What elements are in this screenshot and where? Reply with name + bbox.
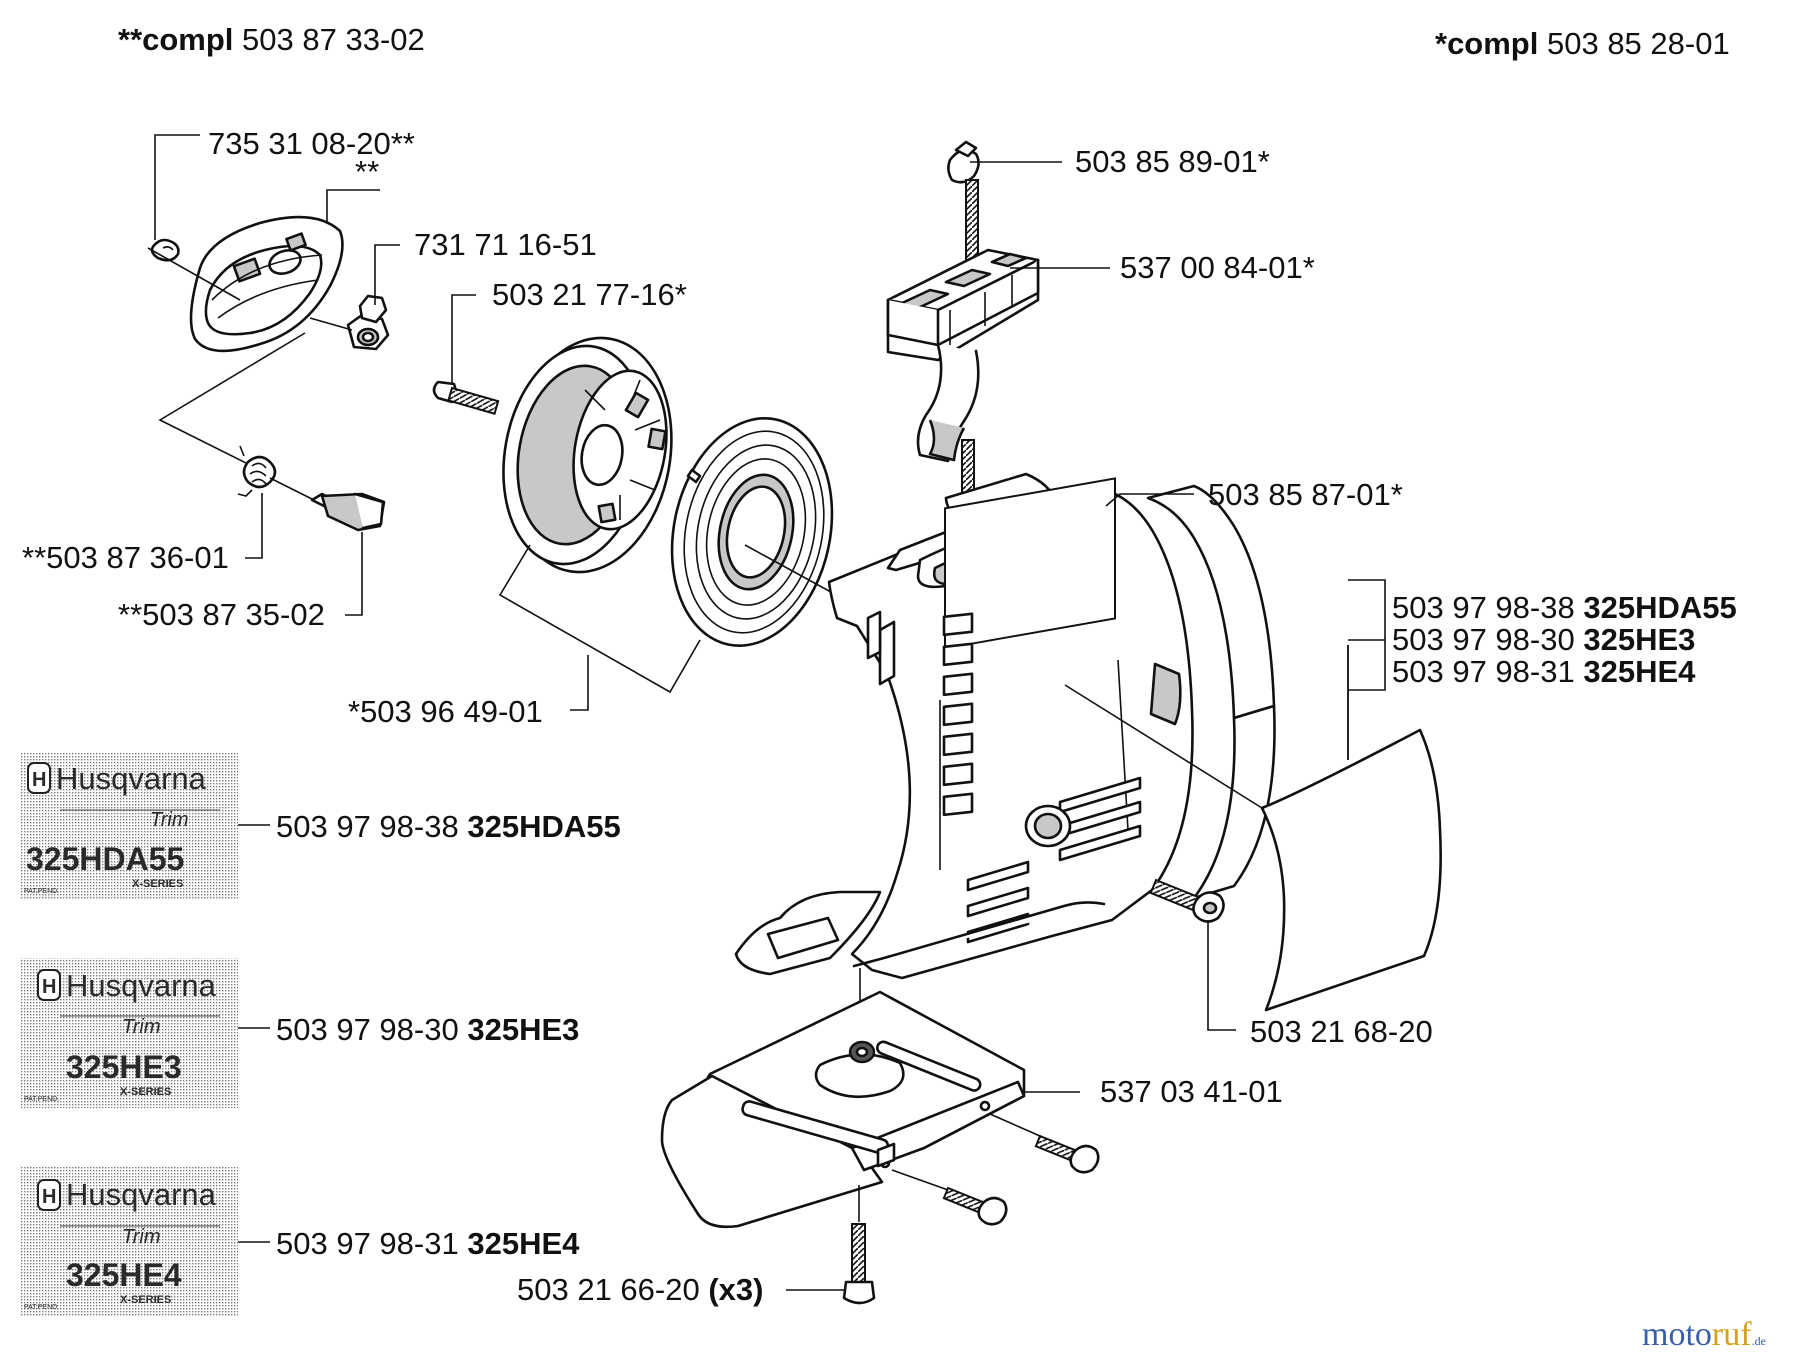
decal-list-1: 503 97 98-38 325HDA55: [1392, 590, 1737, 625]
assembly-label-right: *compl 503 85 28-01: [1435, 26, 1730, 61]
svg-text:Husqvarna: Husqvarna: [66, 968, 217, 1003]
decal-label-3: 503 97 98-31 325HE4: [276, 1226, 580, 1261]
svg-text:325HE4: 325HE4: [66, 1257, 182, 1293]
svg-text:325HDA55: 325HDA55: [26, 841, 184, 877]
svg-text:Husqvarna: Husqvarna: [66, 1177, 217, 1212]
screw-c: [842, 1223, 876, 1305]
leader-cover-plate: [326, 189, 380, 222]
part-label-537-00-84-01: 537 00 84-01*: [1120, 250, 1315, 285]
leader-starter-kit: [498, 544, 701, 694]
leader-735-31-08-20: [154, 134, 172, 240]
svg-text:H: H: [42, 976, 56, 998]
starter-handle: [886, 248, 1040, 463]
svg-text:PAT.PEND.: PAT.PEND.: [24, 1304, 59, 1311]
decal-325he3: H Husqvarna Trim 325HE3 X-SERIES PAT.PEN…: [20, 958, 238, 1108]
starter-housing: [734, 472, 1276, 980]
svg-text:Trim: Trim: [150, 809, 189, 831]
svg-text:Trim: Trim: [122, 1226, 161, 1248]
part-label-735-31-08-20: 735 31 08-20**: [208, 126, 415, 161]
pawl-cover-plate: [189, 215, 344, 353]
svg-text:H: H: [32, 769, 46, 791]
svg-text:PAT.PEND.: PAT.PEND.: [24, 888, 59, 895]
flange-nut: [346, 294, 390, 351]
svg-text:H: H: [42, 1186, 56, 1208]
part-label-731-71-16-51: 731 71 16-51: [414, 227, 597, 262]
leader-cover-to-pawl: [158, 332, 306, 471]
screw-a: [1034, 1134, 1100, 1174]
leader-503-21-77-16: [451, 294, 476, 383]
model-decal: [1260, 728, 1442, 1012]
watermark-logo: motoruf.de: [1642, 1316, 1766, 1353]
pawl: [310, 492, 386, 532]
part-label-double-star: **: [355, 154, 379, 189]
decal-label-1: 503 97 98-38 325HDA55: [276, 809, 621, 844]
svg-text:Trim: Trim: [122, 1016, 161, 1038]
svg-text:Husqvarna: Husqvarna: [56, 761, 207, 796]
pawl-spring: [237, 445, 277, 497]
leader-decal-bracket: [1348, 579, 1386, 691]
svg-text:X-SERIES: X-SERIES: [120, 1294, 171, 1306]
part-label-503-21-77-16: 503 21 77-16*: [492, 277, 687, 312]
assembly-label-left: **compl 503 87 33-02: [118, 22, 425, 57]
bracket-plate: [660, 990, 1026, 1229]
screw-503-21-77-16: [432, 380, 500, 415]
leader-731-71-16-51: [374, 244, 400, 305]
leader-503-85-87-01: [1105, 493, 1194, 507]
svg-text:325HE3: 325HE3: [66, 1049, 182, 1085]
part-label-503-85-89-01: 503 85 89-01*: [1075, 144, 1270, 179]
part-label-503-85-87-01: 503 85 87-01*: [1208, 477, 1403, 512]
part-label-503-96-49-01: *503 96 49-01: [348, 694, 543, 729]
decal-325hda55: H Husqvarna Trim 325HDA55 X-SERIES PAT.P…: [20, 752, 238, 900]
decal-list-3: 503 97 98-31 325HE4: [1392, 654, 1696, 689]
recoil-spring: [670, 417, 834, 647]
retaining-ring: [150, 238, 180, 262]
rope-end-clip: [947, 140, 980, 184]
svg-text:X-SERIES: X-SERIES: [120, 1086, 171, 1098]
part-label-503-87-35-02: **503 87 35-02: [118, 597, 325, 632]
svg-text:X-SERIES: X-SERIES: [132, 878, 183, 890]
leader-503-21-68-20: [1207, 920, 1236, 1031]
decal-label-2: 503 97 98-30 325HE3: [276, 1012, 579, 1047]
svg-text:PAT.PEND.: PAT.PEND.: [24, 1096, 59, 1103]
screw-503-21-68-20: [1149, 878, 1225, 923]
rope-pulley: [502, 336, 673, 574]
decal-list-2: 503 97 98-30 325HE3: [1392, 622, 1695, 657]
part-label-503-87-36-01: **503 87 36-01: [22, 540, 229, 575]
decal-325he4: H Husqvarna Trim 325HE4 X-SERIES PAT.PEN…: [20, 1166, 238, 1316]
part-label-537-03-41-01: 537 03 41-01: [1100, 1074, 1283, 1109]
part-label-503-21-68-20: 503 21 68-20: [1250, 1014, 1433, 1049]
screw-b: [942, 1186, 1008, 1226]
part-label-503-21-66-20: 503 21 66-20 (x3): [517, 1272, 763, 1307]
